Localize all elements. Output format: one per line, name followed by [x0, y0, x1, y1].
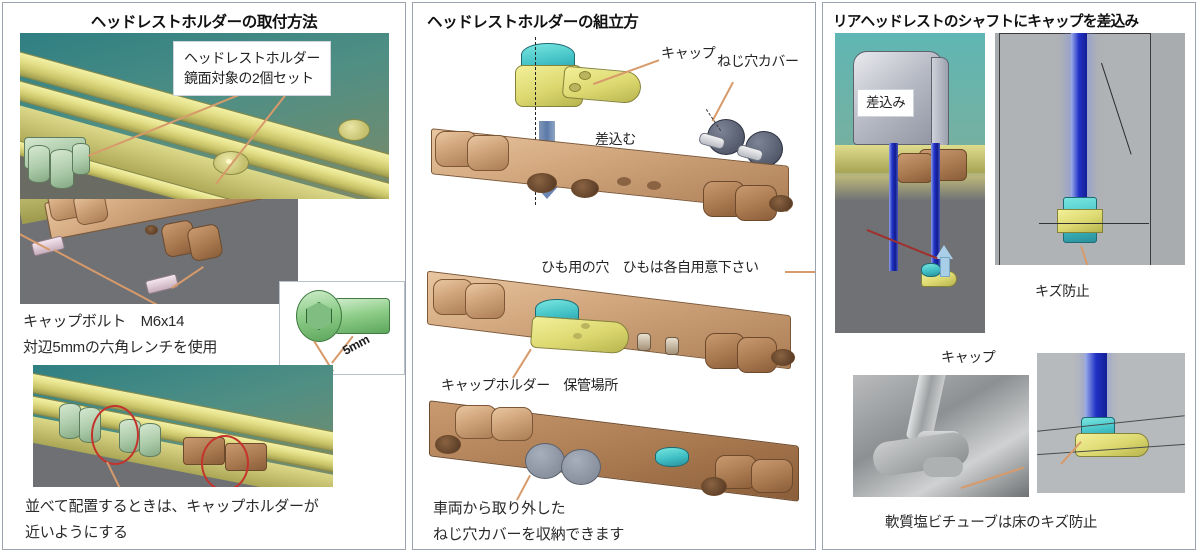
cad-view-bolt-detail: 5mm — [279, 281, 405, 375]
cap-bolt-spec: キャップボルト M6x14 — [23, 313, 185, 330]
cad-view-bracket-bolts — [20, 199, 298, 304]
storage-note-line1: 車両から取り外した — [433, 500, 566, 517]
highlight-circle-right — [201, 435, 249, 487]
hex-wrench-spec: 対辺5mmの六角レンチを使用 — [23, 339, 218, 356]
cap-label-right: キャップ — [941, 349, 996, 365]
cap-holder-label: キャップホルダー 保管場所 — [441, 377, 618, 393]
stored-cover-1 — [525, 443, 565, 479]
bracket-middle — [427, 270, 807, 385]
cap-label: キャップ — [661, 45, 716, 61]
screw-hole-cover-label: ねじ穴カバー — [717, 53, 799, 69]
placement-note-line1: 並べて配置するときは、キャップホルダーが — [25, 498, 319, 515]
panel-install-method: ヘッドレストホルダーの取付方法 ヘッドレストホルダー 鏡 — [2, 2, 406, 550]
placement-note-line2: 近いようにする — [25, 524, 128, 541]
photo-floor-contact — [853, 375, 1029, 497]
headrest-shaft-right — [931, 143, 940, 273]
tube-note: 軟質塩ビチューブは床のキズ防止 — [885, 515, 1098, 531]
cap-yellow-band — [1057, 209, 1103, 233]
panel-assembly-method: ヘッドレストホルダーの組立方 キャップ ねじ穴カバー — [412, 2, 816, 550]
cad-view-rail-bottom — [33, 365, 333, 487]
hex-size-label: 5mm — [340, 332, 372, 358]
cad-section-view-shaft — [995, 33, 1185, 265]
cap-part-assembly — [503, 43, 643, 123]
bracket-upper — [431, 121, 803, 225]
stored-cover-2 — [561, 449, 601, 485]
insert-action-label: 差込む — [595, 131, 636, 147]
panel-3-title: リアヘッドレストのシャフトにキャップを差込み — [833, 14, 1139, 30]
cad-view-cap-floor — [1037, 353, 1185, 493]
holder-callout-line2: 鏡面対象の2個セット — [184, 70, 314, 87]
scratch-prevention-label: キズ防止 — [1035, 283, 1090, 299]
panel-1-title: ヘッドレストホルダーの取付方法 — [90, 14, 318, 31]
panel-shaft-cap-insertion: リアヘッドレストのシャフトにキャップを差込み 差込み — [822, 2, 1196, 550]
panel-2-title: ヘッドレストホルダーの組立方 — [427, 14, 639, 31]
holder-callout-line1: ヘッドレストホルダー — [184, 50, 320, 66]
insert-label: 差込み — [857, 89, 915, 117]
up-arrow — [935, 245, 953, 259]
holder-callout-box: ヘッドレストホルダー 鏡面対象の2個セット — [173, 41, 331, 96]
center-axis-line — [535, 37, 536, 205]
headrest-shaft-left — [889, 143, 898, 271]
string-hole-label: ひも用の穴 ひもは各自用意下さい — [541, 259, 759, 275]
bracket-lower — [429, 400, 811, 505]
cad-view-headrest: 差込み — [835, 33, 985, 333]
highlight-circle-left — [91, 405, 139, 465]
cap-bottom-view — [1075, 433, 1149, 457]
storage-note-line2: ねじ穴カバーを収納できます — [433, 526, 625, 543]
